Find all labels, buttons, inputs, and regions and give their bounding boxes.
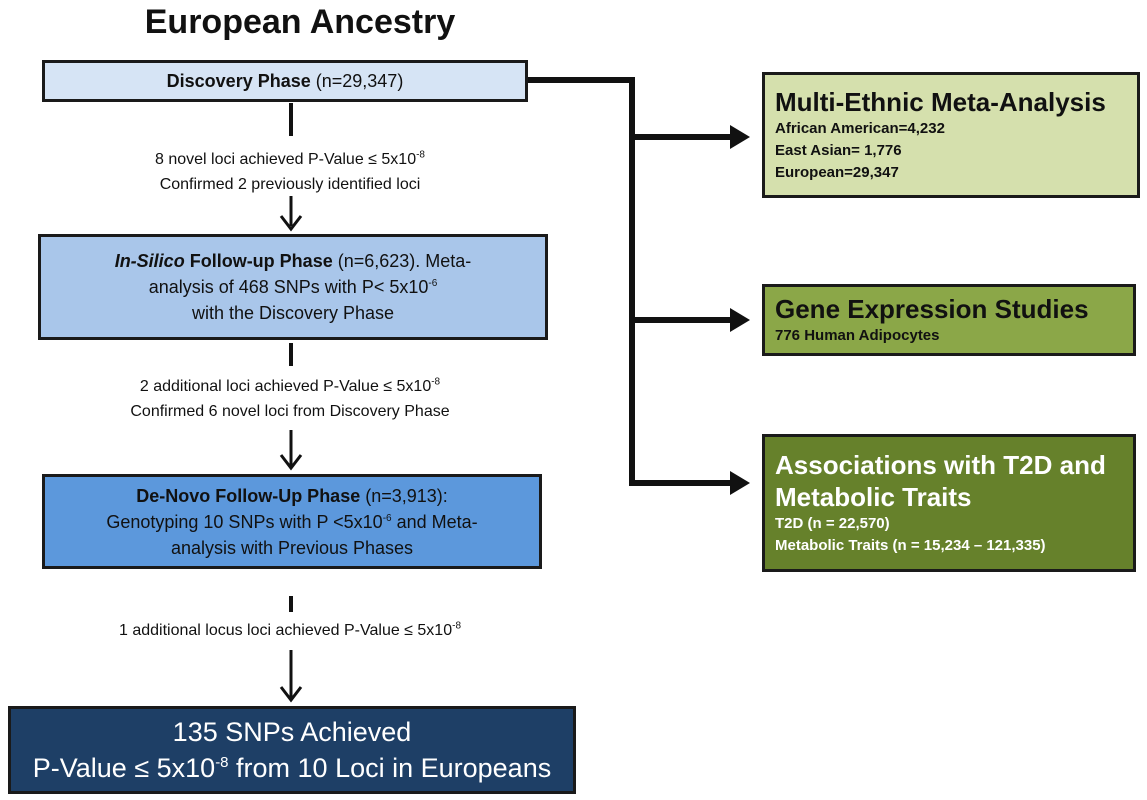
final-result-box: 135 SNPs Achieved P-Value ≤ 5x10-8 from …	[8, 706, 576, 794]
note1-text: 8 novel loci achieved P-Value ≤ 5x10	[155, 151, 417, 168]
gene-expression-title: Gene Expression Studies	[775, 294, 1089, 324]
insilico-line2-text: analysis of 468 SNPs with P< 5x10	[148, 277, 429, 297]
multi-ethnic-box: Multi-Ethnic Meta-Analysis African Ameri…	[762, 72, 1140, 198]
gene-expression-item: 776 Human Adipocytes	[775, 327, 940, 344]
denovo-result-line1: 1 additional locus loci achieved P-Value…	[40, 618, 540, 643]
associations-title-line1: Associations with T2D and	[775, 450, 1106, 480]
associations-box: Associations with T2D and Metabolic Trai…	[762, 434, 1136, 572]
note1-exponent: -8	[416, 149, 425, 161]
arrowhead-to-associations	[730, 471, 750, 495]
insilico-line2: analysis of 468 SNPs with P< 5x10-6	[149, 274, 438, 300]
discovery-result-note: 8 novel loci achieved P-Value ≤ 5x10-8 C…	[40, 147, 540, 197]
final-line2: P-Value ≤ 5x10-8 from 10 Loci in Europea…	[33, 750, 551, 786]
insilico-result-line2: Confirmed 6 novel loci from Discovery Ph…	[130, 403, 450, 420]
note2-exponent: -8	[431, 376, 441, 388]
associations-item: T2D (n = 22,570)	[775, 515, 890, 532]
insilico-line2-exponent: -6	[428, 278, 438, 289]
arrowhead-to-insilico	[279, 215, 303, 232]
associations-title-line2: Metabolic Traits	[775, 482, 972, 512]
arrowhead-to-gene-expression	[730, 308, 750, 332]
multi-ethnic-item: European=29,347	[775, 164, 899, 181]
multi-ethnic-title: Multi-Ethnic Meta-Analysis	[775, 87, 1106, 117]
discovery-phase-detail: (n=29,347)	[310, 70, 404, 91]
insilico-line1: In-Silico Follow-up Phase (n=6,623). Met…	[115, 248, 472, 274]
denovo-line1: De-Novo Follow-Up Phase (n=3,913):	[136, 483, 448, 509]
insilico-phase-box: In-Silico Follow-up Phase (n=6,623). Met…	[38, 234, 548, 340]
note2-text: 2 additional loci achieved P-Value ≤ 5x1…	[139, 378, 432, 395]
note3-text: 1 additional locus loci achieved P-Value…	[118, 622, 453, 639]
insilico-name-rest: Follow-up Phase	[184, 251, 333, 271]
insilico-name-italic: In-Silico	[114, 251, 185, 271]
insilico-result-line1: 2 additional loci achieved P-Value ≤ 5x1…	[40, 374, 540, 399]
final-line1: 135 SNPs Achieved	[172, 717, 412, 747]
final-line2-tail: from 10 Loci in Europeans	[228, 753, 552, 783]
denovo-result-note: 1 additional locus loci achieved P-Value…	[40, 618, 540, 643]
denovo-line2: Genotyping 10 SNPs with P <5x10-6 and Me…	[106, 509, 477, 535]
denovo-line1-tail: (n=3,913):	[360, 485, 448, 506]
denovo-line2-text: Genotyping 10 SNPs with P <5x10	[106, 511, 383, 532]
arrowhead-to-final	[279, 686, 303, 703]
denovo-line3: analysis with Previous Phases	[170, 537, 414, 558]
insilico-line1-tail: (n=6,623). Meta-	[332, 251, 472, 271]
discovery-phase-text: Discovery Phase (n=29,347)	[167, 71, 404, 92]
multi-ethnic-item: African American=4,232	[775, 120, 945, 137]
final-line2-text: P-Value ≤ 5x10	[32, 753, 216, 783]
discovery-phase-box: Discovery Phase (n=29,347)	[42, 60, 528, 102]
arrowhead-to-denovo	[279, 454, 303, 471]
final-line2-exponent: -8	[215, 754, 229, 771]
associations-item: Metabolic Traits (n = 15,234 – 121,335)	[775, 537, 1046, 554]
denovo-line2-tail: and Meta-	[391, 511, 478, 532]
denovo-line2-exponent: -6	[382, 512, 392, 524]
insilico-line3: with the Discovery Phase	[191, 303, 395, 323]
denovo-phase-box: De-Novo Follow-Up Phase (n=3,913): Genot…	[42, 474, 542, 569]
denovo-name: De-Novo Follow-Up Phase	[136, 485, 361, 506]
gene-expression-box: Gene Expression Studies 776 Human Adipoc…	[762, 284, 1136, 356]
diagram-title: European Ancestry	[144, 3, 456, 41]
discovery-phase-name: Discovery Phase	[166, 70, 311, 91]
arrowhead-to-multi-ethnic	[730, 125, 750, 149]
discovery-result-line2: Confirmed 2 previously identified loci	[159, 176, 421, 193]
insilico-result-note: 2 additional loci achieved P-Value ≤ 5x1…	[40, 374, 540, 424]
note3-exponent: -8	[452, 620, 462, 632]
discovery-result-line1: 8 novel loci achieved P-Value ≤ 5x10-8	[40, 147, 540, 172]
multi-ethnic-item: East Asian= 1,776	[775, 142, 902, 159]
